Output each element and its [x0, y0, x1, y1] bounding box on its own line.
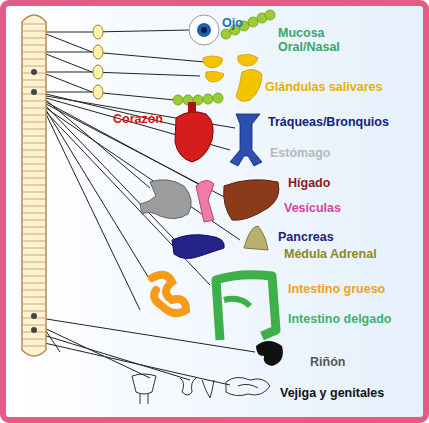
small-intestine — [152, 275, 186, 313]
stomach — [140, 180, 214, 222]
organ-label: Hígado — [288, 176, 368, 190]
eye — [189, 15, 219, 45]
organ-label: Ojo — [222, 16, 262, 30]
root-dot — [31, 313, 37, 319]
root-dot — [31, 89, 37, 95]
mucosa-chain — [173, 10, 275, 105]
root-dot — [31, 69, 37, 75]
spinal-cord — [22, 15, 46, 356]
pancreas — [172, 235, 224, 259]
organ-label: Riñón — [310, 355, 390, 369]
spinal-column — [22, 15, 46, 356]
adrenal — [244, 226, 268, 250]
organ-label: Glándulas salivares — [265, 80, 415, 94]
trachea — [230, 114, 262, 166]
organ-label: Vesículas — [284, 201, 374, 215]
heart — [175, 102, 213, 162]
ganglia — [93, 25, 103, 99]
organ-label: Corazón — [113, 112, 183, 126]
large-intestine — [216, 275, 276, 340]
liver — [224, 180, 279, 221]
spinal-segments — [23, 24, 45, 346]
root-dot — [31, 327, 37, 333]
kidney — [256, 341, 283, 366]
bladder-genitals — [132, 374, 270, 404]
organ-label: Vejiga y genitales — [280, 386, 420, 400]
organ-label: Intestino grueso — [288, 282, 418, 296]
organ-label: Mucosa Oral/Nasal — [278, 26, 358, 54]
organ-label: Intestino delgado — [288, 312, 418, 326]
frame — [3, 3, 426, 420]
organ-label: Tráqueas/Bronquios — [268, 115, 418, 129]
organ-label: Médula Adrenal — [284, 247, 414, 261]
organ-label: Estómago — [270, 146, 360, 160]
salivary-glands — [203, 54, 262, 101]
organ-label: Pancreas — [278, 230, 368, 244]
